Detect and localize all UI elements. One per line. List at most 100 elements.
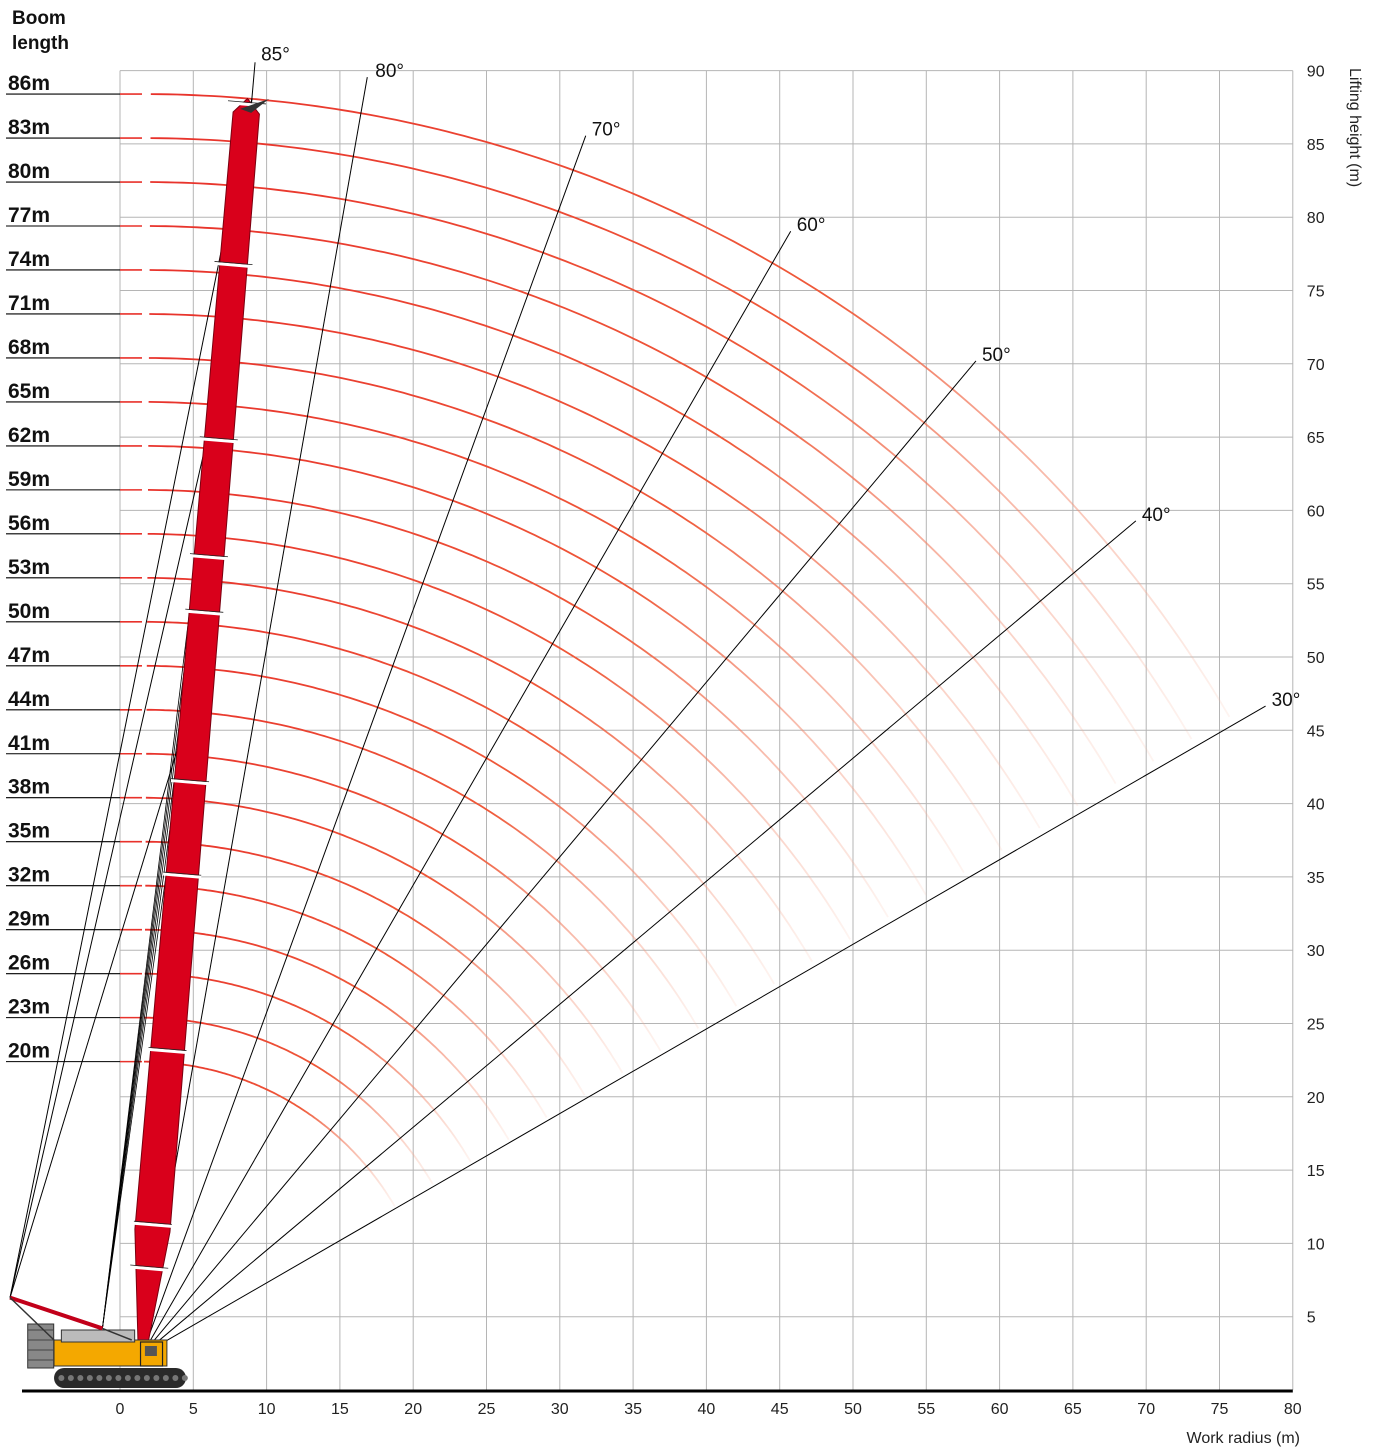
boom-length-labels: 86m83m80m77m74m71m68m65m62m59m56m53m50m4… <box>8 72 50 1063</box>
boom-joint-edge <box>189 553 228 558</box>
a-frame <box>102 1327 133 1341</box>
track-roller <box>153 1375 160 1381</box>
track-roller <box>86 1375 93 1381</box>
angle-label-60: 60° <box>797 215 826 236</box>
track-roller <box>105 1375 112 1381</box>
boom-joint <box>214 261 253 269</box>
header-length: length <box>12 33 69 54</box>
y-tick-label: 30 <box>1307 943 1325 960</box>
boom-length-label: 47m <box>8 644 50 667</box>
x-tick-label: 65 <box>1064 1401 1082 1418</box>
boom-length-label: 23m <box>8 996 50 1019</box>
boom-joint-edge <box>171 778 210 783</box>
boom-joint <box>133 1221 173 1228</box>
y-tick-label: 75 <box>1307 284 1325 301</box>
boom-length-label: 80m <box>8 160 50 183</box>
boom-length-label: 26m <box>8 952 50 975</box>
boom-length-label: 65m <box>8 380 50 403</box>
cab-window <box>144 1346 157 1356</box>
boom-tip-sheave <box>240 98 270 113</box>
y-tick-label: 15 <box>1307 1163 1325 1180</box>
boom-joint <box>163 872 202 879</box>
mast-stay <box>9 1297 55 1341</box>
y-tick-label: 20 <box>1307 1090 1325 1107</box>
boom-joint-edge <box>148 1046 187 1051</box>
boom-length-label: 62m <box>8 424 50 447</box>
header-boom: Boom <box>12 8 66 29</box>
x-tick-label: 10 <box>258 1401 276 1418</box>
track-roller <box>67 1375 74 1381</box>
angle-label-85: 85° <box>261 44 290 65</box>
boom-joint-edge <box>163 871 202 876</box>
track-roller <box>77 1375 84 1381</box>
x-tick-label: 20 <box>404 1401 422 1418</box>
y-tick-label: 90 <box>1307 64 1325 81</box>
grid <box>22 70 1294 1393</box>
track-roller <box>172 1375 179 1381</box>
angle-label-50: 50° <box>982 345 1011 366</box>
track-roller <box>143 1375 150 1381</box>
angle-label-70: 70° <box>592 120 621 141</box>
boom-joint <box>170 779 210 786</box>
boom-length-label: 44m <box>8 688 50 711</box>
x-tick-label: 35 <box>624 1401 642 1418</box>
boom-joint <box>148 1047 187 1055</box>
boom-joint <box>185 609 224 616</box>
y-tick-label: 50 <box>1307 650 1325 667</box>
boom-joint-edge <box>133 1220 172 1225</box>
boom-length-curves <box>120 93 1231 1207</box>
y-tick-label: 65 <box>1307 430 1325 447</box>
track-roller <box>162 1375 169 1381</box>
x-tick-label: 80 <box>1284 1401 1302 1418</box>
boom-length-label: 50m <box>8 600 50 623</box>
track-roller <box>58 1375 65 1381</box>
y-tick-label: 10 <box>1307 1236 1325 1253</box>
y-tick-label: 80 <box>1307 210 1325 227</box>
angle-line-70 <box>141 135 587 1355</box>
boom-joint <box>189 554 229 561</box>
boom-length-label: 38m <box>8 776 50 799</box>
boom-length-label: 86m <box>8 72 50 95</box>
angle-line-40 <box>141 520 1137 1356</box>
x-tick-label: 55 <box>917 1401 935 1418</box>
counterweight <box>27 1323 55 1369</box>
x-tick-label: 15 <box>331 1401 349 1418</box>
x-tick-label: 75 <box>1211 1401 1229 1418</box>
x-tick-label: 70 <box>1137 1401 1155 1418</box>
x-tick-label: 45 <box>771 1401 789 1418</box>
y-tick-label: 35 <box>1307 870 1325 887</box>
boom-length-label: 74m <box>8 248 50 271</box>
boom-joint <box>199 437 238 444</box>
boom-length-label: 29m <box>8 908 50 931</box>
boom-length-label: 20m <box>8 1040 50 1063</box>
angle-line-30 <box>141 705 1266 1356</box>
y-tick-label: 5 <box>1307 1310 1316 1327</box>
boom-length-label: 77m <box>8 204 50 227</box>
x-tick-label: 25 <box>478 1401 496 1418</box>
boom-length-label: 32m <box>8 864 50 887</box>
crawler-crane-drawing <box>9 97 270 1388</box>
boom-joint-edge <box>130 1264 169 1269</box>
track-roller <box>134 1375 141 1381</box>
x-tick-label: 30 <box>551 1401 569 1418</box>
boom-joint-edge <box>214 261 253 266</box>
track-roller <box>181 1375 188 1381</box>
y-axis-title: Lifting height (m) <box>1346 68 1363 187</box>
angle-line-80 <box>141 77 368 1355</box>
track-roller <box>96 1375 103 1381</box>
pendant-line <box>9 98 253 1298</box>
boom-length-label: 68m <box>8 336 50 359</box>
x-tick-label: 0 <box>116 1401 125 1418</box>
counter-jib <box>9 1295 104 1331</box>
y-tick-label: 60 <box>1307 503 1325 520</box>
track-roller <box>124 1375 131 1381</box>
angle-label-40: 40° <box>1142 505 1171 526</box>
x-tick-label: 50 <box>844 1401 862 1418</box>
boom-joint-edge <box>185 608 224 613</box>
y-tick-label: 55 <box>1307 577 1325 594</box>
pendant-line <box>9 332 232 1298</box>
y-tick-label: 25 <box>1307 1017 1325 1034</box>
angle-label-80: 80° <box>375 61 404 82</box>
